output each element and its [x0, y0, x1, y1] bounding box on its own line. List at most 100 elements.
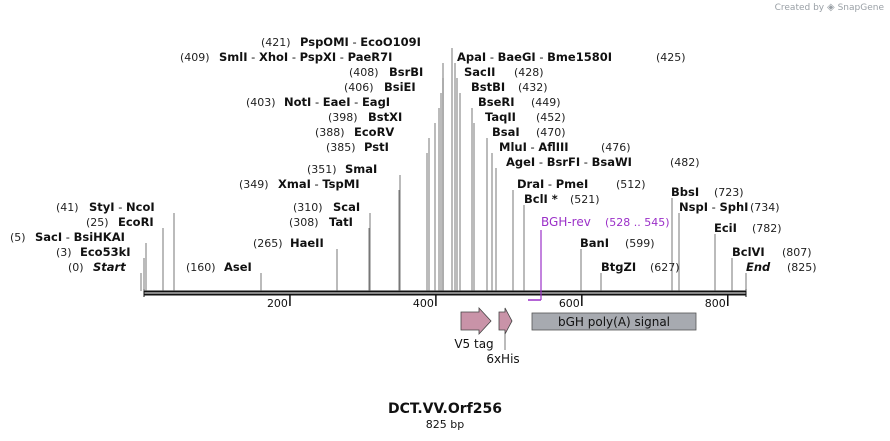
site-position-label: (408) — [349, 66, 379, 79]
site-position-label: (160) — [186, 261, 216, 274]
site-nspi: (734)NspI - SphI — [678, 200, 780, 291]
site-enzyme-names: HaeII — [290, 236, 324, 250]
enzyme-name: SmaI — [345, 162, 377, 176]
enzyme-name: PspXI — [300, 50, 336, 64]
enzyme-name: EaeI — [323, 95, 351, 109]
v5-tag-arrow — [460, 306, 492, 336]
site-enzyme-names: MluI - AflIII — [499, 140, 569, 154]
site-position-label: (5) — [10, 231, 26, 244]
site-enzyme-names: SacI - BsiHKAI — [35, 230, 125, 244]
site-xmai: (349) XmaI - TspMI — [239, 177, 400, 291]
enzyme-name: SmlI — [219, 50, 248, 64]
site-bseri: (449)BseRI — [471, 95, 561, 291]
site-position-label: (432) — [518, 81, 548, 94]
site-position-label: (512) — [616, 178, 646, 191]
site-enzyme-names: BstXI — [368, 110, 402, 124]
enzyme-name: Start — [93, 260, 126, 274]
site-enzyme-names: ApaI - BaeGI - Bme1580I — [457, 50, 612, 64]
site-eco53ki: (3) Eco53kI — [56, 245, 145, 291]
site-ecii: (782) EciI — [714, 221, 782, 291]
site-enzyme-names: NspI - SphI — [679, 200, 748, 214]
bgh-polya-box — [531, 312, 697, 331]
enzyme-name: BsrBI — [389, 65, 423, 79]
site-enzyme-names: XmaI - TspMI — [278, 177, 359, 191]
site-smli: (409)SmlI - XhoI - PspXI - PaeR7I — [180, 50, 444, 291]
site-taqii: (452)TaqII — [473, 110, 566, 291]
site-position-label: (734) — [750, 201, 780, 214]
enzyme-name: BstXI — [368, 110, 402, 124]
enzyme-name: XmaI — [278, 177, 311, 191]
site-enzyme-names: DraI - PmeI — [517, 177, 588, 191]
ruler-label: 400 — [413, 297, 434, 310]
site-enzyme-names: AgeI - BsrFI - BsaWI — [506, 155, 632, 169]
site-position-label: (349) — [239, 178, 269, 191]
restriction-sites: (0) Start (3) Eco53kI (5) SacI - BsiHKAI(25)E… — [10, 35, 817, 291]
enzyme-name: Eco53kI — [80, 245, 131, 259]
site-position-label: (351) — [307, 163, 337, 176]
site-smai: (351) SmaI — [307, 162, 401, 291]
site-sacii: (428)SacII — [456, 65, 544, 291]
enzyme-separator: - — [311, 177, 322, 191]
enzyme-name: ScaI — [333, 200, 360, 214]
enzyme-name: BclI * — [524, 192, 558, 206]
site-enzyme-names: StyI - NcoI — [89, 200, 155, 214]
credit-text: Created by — [774, 3, 825, 13]
site-position-label: (403) — [246, 96, 276, 109]
site-enzyme-names: NotI - EaeI - EagI — [284, 95, 390, 109]
site-ecori: (25)EcoRI — [86, 215, 164, 291]
enzyme-separator: - — [62, 230, 73, 244]
enzyme-name: BseRI — [478, 95, 515, 109]
ruler-label: 800 — [705, 297, 726, 310]
site-position-label: (3) — [56, 246, 72, 259]
enzyme-name: SacII — [464, 65, 495, 79]
enzyme-name: BsaI — [492, 125, 520, 139]
ruler-label: 200 — [267, 297, 288, 310]
site-enzyme-names: BclVI — [732, 245, 765, 259]
site-enzyme-names: EciI — [714, 221, 737, 235]
enzyme-name: BsiEI — [384, 80, 416, 94]
enzyme-name: XhoI — [259, 50, 288, 64]
enzyme-name: TatI — [329, 215, 353, 229]
enzyme-name: SacI — [35, 230, 62, 244]
enzyme-name: End — [746, 260, 771, 274]
site-enzyme-names: BtgZI — [601, 260, 636, 274]
site-enzyme-names: BseRI — [478, 95, 515, 109]
site-bsai: (470)BsaI — [486, 125, 566, 291]
site-enzyme-names: BclI * — [524, 192, 558, 206]
site-psti: (385)PstI — [326, 140, 428, 291]
enzyme-separator: - — [288, 50, 299, 64]
site-position-label: (0) — [68, 261, 84, 274]
site-scai: (310)ScaI — [293, 200, 371, 291]
site-position-label: (265) — [253, 237, 283, 250]
site-enzyme-names: BbsI — [671, 185, 699, 199]
enzyme-separator: - — [536, 50, 547, 64]
site-styi: (41)StyI - NcoI — [56, 200, 175, 291]
site-enzyme-names: EcoRI — [118, 215, 154, 229]
sequence-length: 825 bp — [425, 418, 465, 431]
site-position-label: (482) — [670, 156, 700, 169]
site-agei: (482) AgeI - BsrFI - BsaWI — [495, 155, 700, 291]
enzyme-name: BaeGI — [498, 50, 536, 64]
enzyme-separator: - — [349, 35, 360, 49]
site-enzyme-names: ScaI — [333, 200, 360, 214]
site-pspomi: (421)PspOMI - EcoO109I — [261, 35, 453, 291]
site-bcli: (521) BclI * — [523, 192, 600, 291]
enzyme-name: EcoRI — [118, 215, 154, 229]
enzyme-name: AflIII — [538, 140, 568, 154]
enzyme-name: AgeI — [506, 155, 535, 169]
sequence-title: DCT.VV.Orf256 — [388, 401, 502, 417]
enzyme-name: BstBI — [471, 80, 505, 94]
site-position-label: (782) — [752, 222, 782, 235]
enzyme-name: NotI — [284, 95, 311, 109]
site-end: (825)End — [745, 260, 817, 291]
primer-name: BGH-rev — [541, 215, 591, 229]
enzyme-separator: - — [115, 200, 126, 214]
site-position-label: (521) — [570, 193, 600, 206]
enzyme-name: PaeR7I — [348, 50, 393, 64]
enzyme-separator: - — [580, 155, 591, 169]
enzyme-name: BsiHKAI — [74, 230, 125, 244]
enzyme-separator: - — [248, 50, 259, 64]
enzyme-name: EagI — [362, 95, 390, 109]
enzyme-separator: - — [544, 177, 555, 191]
site-enzyme-names: Eco53kI — [80, 245, 131, 259]
